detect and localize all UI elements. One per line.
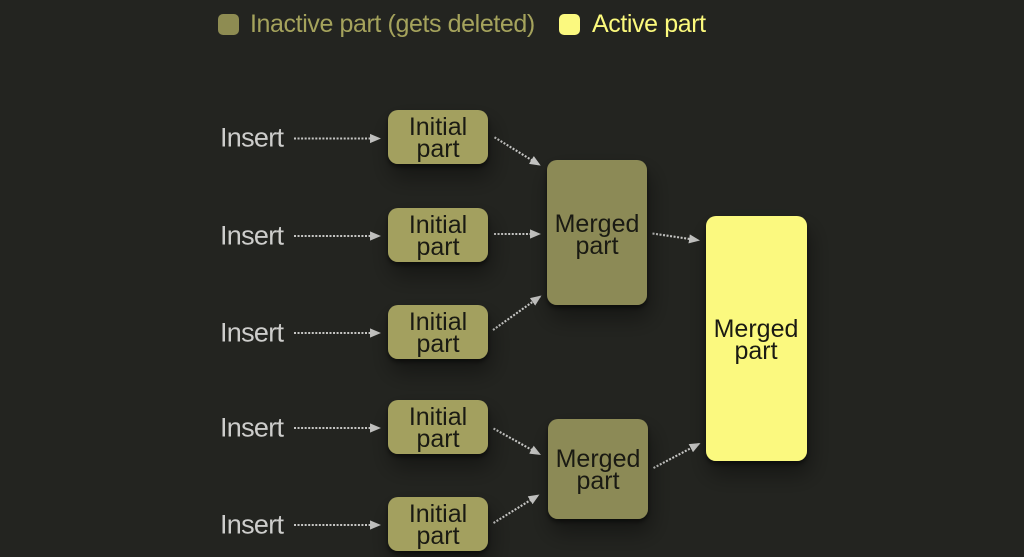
svg-text:Merged: Merged xyxy=(714,315,799,343)
svg-text:part: part xyxy=(416,330,459,358)
svg-text:part: part xyxy=(416,522,459,550)
svg-text:part: part xyxy=(575,232,618,260)
svg-text:Initial: Initial xyxy=(409,500,467,528)
svg-text:Initial: Initial xyxy=(409,211,467,239)
svg-text:Initial: Initial xyxy=(409,113,467,141)
svg-text:Merged: Merged xyxy=(555,210,640,238)
svg-text:part: part xyxy=(734,337,777,365)
svg-text:part: part xyxy=(416,135,459,163)
svg-text:Insert: Insert xyxy=(220,413,285,443)
svg-text:Insert: Insert xyxy=(220,123,285,153)
svg-text:Initial: Initial xyxy=(409,403,467,431)
svg-text:part: part xyxy=(416,425,459,453)
svg-text:Insert: Insert xyxy=(220,510,285,540)
svg-text:Inactive part (gets deleted): Inactive part (gets deleted) xyxy=(250,10,535,38)
svg-text:part: part xyxy=(416,233,459,261)
svg-text:Initial: Initial xyxy=(409,308,467,336)
svg-text:Active part: Active part xyxy=(592,10,706,38)
svg-text:Insert: Insert xyxy=(220,221,285,251)
svg-text:part: part xyxy=(576,467,619,495)
svg-text:Insert: Insert xyxy=(220,318,285,348)
svg-text:Merged: Merged xyxy=(556,445,641,473)
